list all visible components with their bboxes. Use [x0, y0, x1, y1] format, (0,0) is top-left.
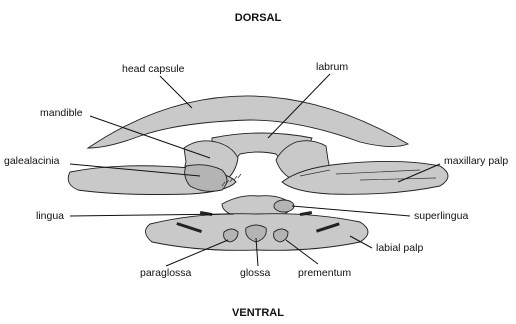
- superlingua-shape: [274, 200, 294, 212]
- leader-head-capsule: [160, 76, 192, 108]
- label-prementum: prementum: [298, 267, 351, 279]
- ventral-label: VENTRAL: [232, 307, 284, 319]
- label-head-capsule: head capsule: [122, 63, 185, 75]
- label-labial-palp: labial palp: [376, 242, 423, 254]
- label-paraglossa: paraglossa: [140, 267, 192, 279]
- label-galealacinia: galealacinia: [4, 155, 60, 167]
- label-glossa: glossa: [240, 267, 271, 279]
- label-labrum: labrum: [316, 61, 348, 73]
- dorsal-label: DORSAL: [235, 12, 282, 24]
- leader-superlingua: [292, 206, 410, 216]
- label-mandible: mandible: [40, 107, 83, 119]
- label-lingua: lingua: [36, 210, 64, 222]
- label-maxillary-palp: maxillary palp: [444, 155, 508, 167]
- label-superlingua: superlingua: [414, 210, 468, 222]
